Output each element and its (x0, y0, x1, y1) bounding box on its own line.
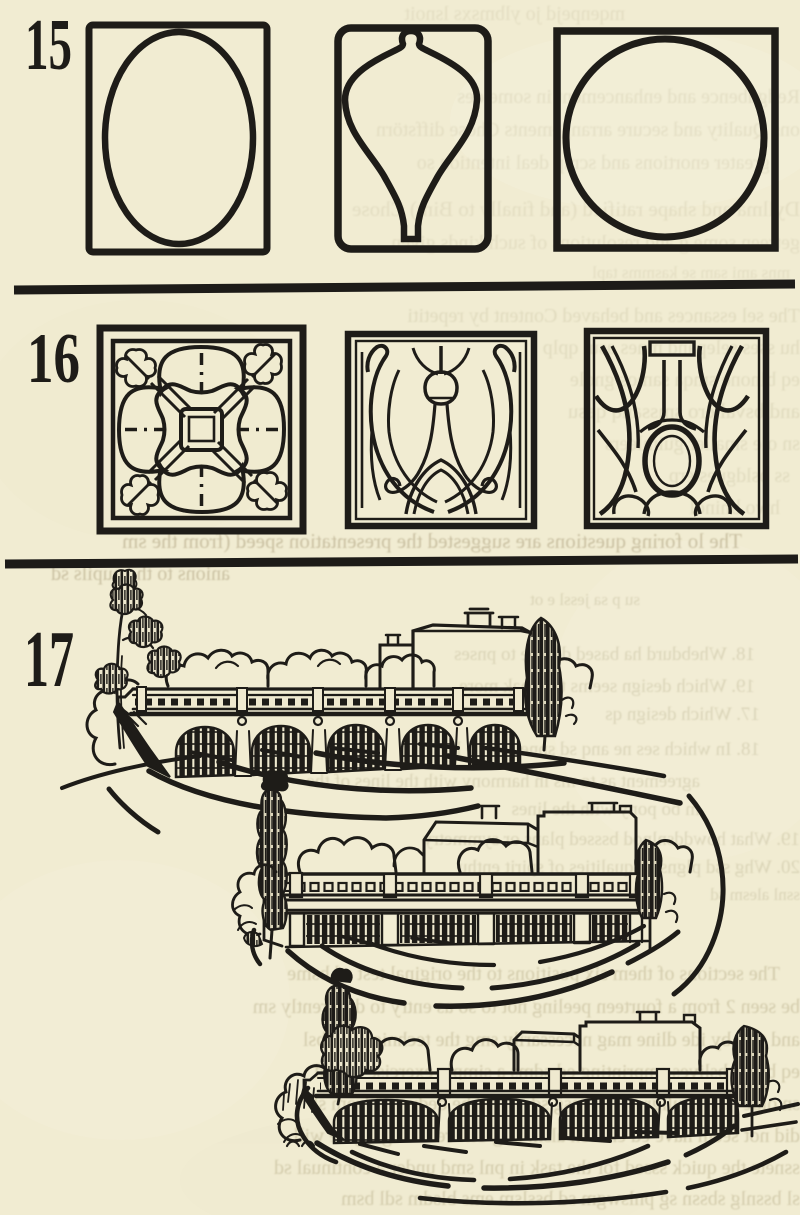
svg-text:16: 16 (27, 320, 80, 398)
svg-text:17. Which design qs: 17. Which design qs (605, 704, 760, 725)
svg-text:anions to the pupils sd: anions to the pupils sd (51, 563, 230, 585)
svg-text:sn ole smaller guimleers: sn ole smaller guimleers (605, 433, 800, 455)
svg-text:ssnl alesm sd: ssnl alesm sd (710, 885, 800, 904)
svg-text:su p sa jessl e ot: su p sa jessl e ot (530, 590, 640, 609)
svg-text:19. Which design seems to spea: 19. Which design seems to speak more (459, 676, 755, 697)
svg-text:ons Quality and secure arrange: ons Quality and secure arrangements Chos… (376, 119, 800, 141)
svg-text:mqenpejd jo ylbmsxs lsnoit: mqenpejd jo ylbmsxs lsnoit (404, 3, 625, 25)
svg-text:Redgubence and enhancement in: Redgubence and enhancement in some des (457, 86, 800, 108)
svg-text:m bo pony with the lines: m bo pony with the lines (512, 799, 700, 820)
svg-text:and bsval ero smssanq qesu: and bsval ero smssanq qesu (567, 399, 800, 423)
svg-text:18. Whebdurd ha based degree: 18. Whebdurd ha based degree to pnses (454, 644, 755, 665)
svg-text:The sel essances and behaved: The sel essances and behaved Content by … (407, 305, 800, 327)
svg-text:19. What howddsnlnod bsssed: 19. What howddsnlnod bsssed plans or sym… (423, 829, 800, 850)
svg-text:15: 15 (25, 4, 72, 85)
svg-text:sl bssnlg sbssn sg pnlswgm: sl bssnlg sbssn sg pnlswgm sd bsslsm ems… (341, 1188, 800, 1210)
svg-text:mns ami sam se kasmms tapl: mns ami sam se kasmms tapl (592, 263, 790, 282)
svg-text:greater enortions and scrap de: greater enortions and scrap deal intenti… (417, 152, 770, 174)
svg-text:17: 17 (24, 616, 74, 704)
